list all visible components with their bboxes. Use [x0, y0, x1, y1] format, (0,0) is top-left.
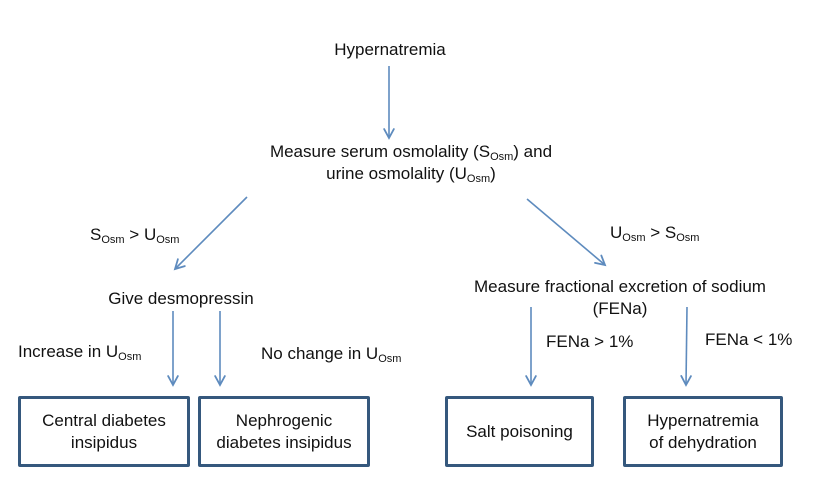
outcome-nephrogenic-line1: Nephrogenic	[235, 410, 333, 430]
outcome-dehydration-line1: Hypernatremia	[647, 410, 759, 430]
node-hypernatremia: Hypernatremia	[280, 39, 500, 61]
label-uosm-gt-sosm: UOsm > SOsm	[610, 223, 700, 244]
measure-osmolality-line1: Measure serum osmolality (SOsm) and	[269, 142, 553, 163]
outcome-box-hypernatremia-of-dehydration: Hypernatremia of dehydration	[623, 396, 783, 467]
arrow-measure-to-fena-icon	[526, 198, 607, 267]
node-give-desmopressin: Give desmopressin	[81, 288, 281, 310]
node-measure-osmolality: Measure serum osmolality (SOsm) and urin…	[236, 141, 586, 185]
subscript-osm: Osm	[622, 232, 646, 244]
subscript-osm: Osm	[101, 234, 125, 246]
label-sosm-gt-uosm: SOsm > UOsm	[90, 225, 180, 246]
outcome-salt-line1: Salt poisoning	[466, 421, 573, 441]
node-measure-fena: Measure fractional excretion of sodium (…	[445, 276, 795, 320]
label-no-change-uosm: No change in UOsm	[261, 344, 402, 365]
give-desmopressin-label: Give desmopressin	[108, 289, 254, 308]
subscript-osm: Osm	[490, 151, 514, 163]
label-increase-uosm: Increase in UOsm	[18, 342, 142, 363]
label-fena-lt-1pct: FENa < 1%	[705, 330, 793, 349]
outcome-box-central-diabetes-insipidus: Central diabetes insipidus	[18, 396, 190, 467]
arrow-fena-to-dehydration-icon	[680, 306, 692, 387]
measure-osmolality-line2: urine osmolality (UOsm)	[326, 164, 496, 185]
subscript-osm: Osm	[676, 232, 700, 244]
measure-fena-line1: Measure fractional excretion of sodium	[474, 277, 766, 296]
measure-fena-line2: (FENa)	[592, 299, 648, 318]
subscript-osm: Osm	[118, 351, 142, 363]
outcome-dehydration-line2: of dehydration	[649, 432, 757, 452]
subscript-osm: Osm	[156, 234, 180, 246]
outcome-box-nephrogenic-diabetes-insipidus: Nephrogenic diabetes insipidus	[198, 396, 370, 467]
outcome-box-salt-poisoning: Salt poisoning	[445, 396, 594, 467]
outcome-central-line1: Central diabetes	[42, 410, 166, 430]
label-fena-gt-1pct: FENa > 1%	[546, 332, 634, 351]
arrow-measure-to-desmopressin-icon	[173, 196, 248, 271]
subscript-osm: Osm	[378, 353, 402, 365]
outcome-central-line2: insipidus	[70, 432, 138, 452]
outcome-nephrogenic-line2: diabetes insipidus	[216, 432, 352, 452]
node-hypernatremia-label: Hypernatremia	[334, 40, 446, 59]
subscript-osm: Osm	[466, 173, 491, 185]
